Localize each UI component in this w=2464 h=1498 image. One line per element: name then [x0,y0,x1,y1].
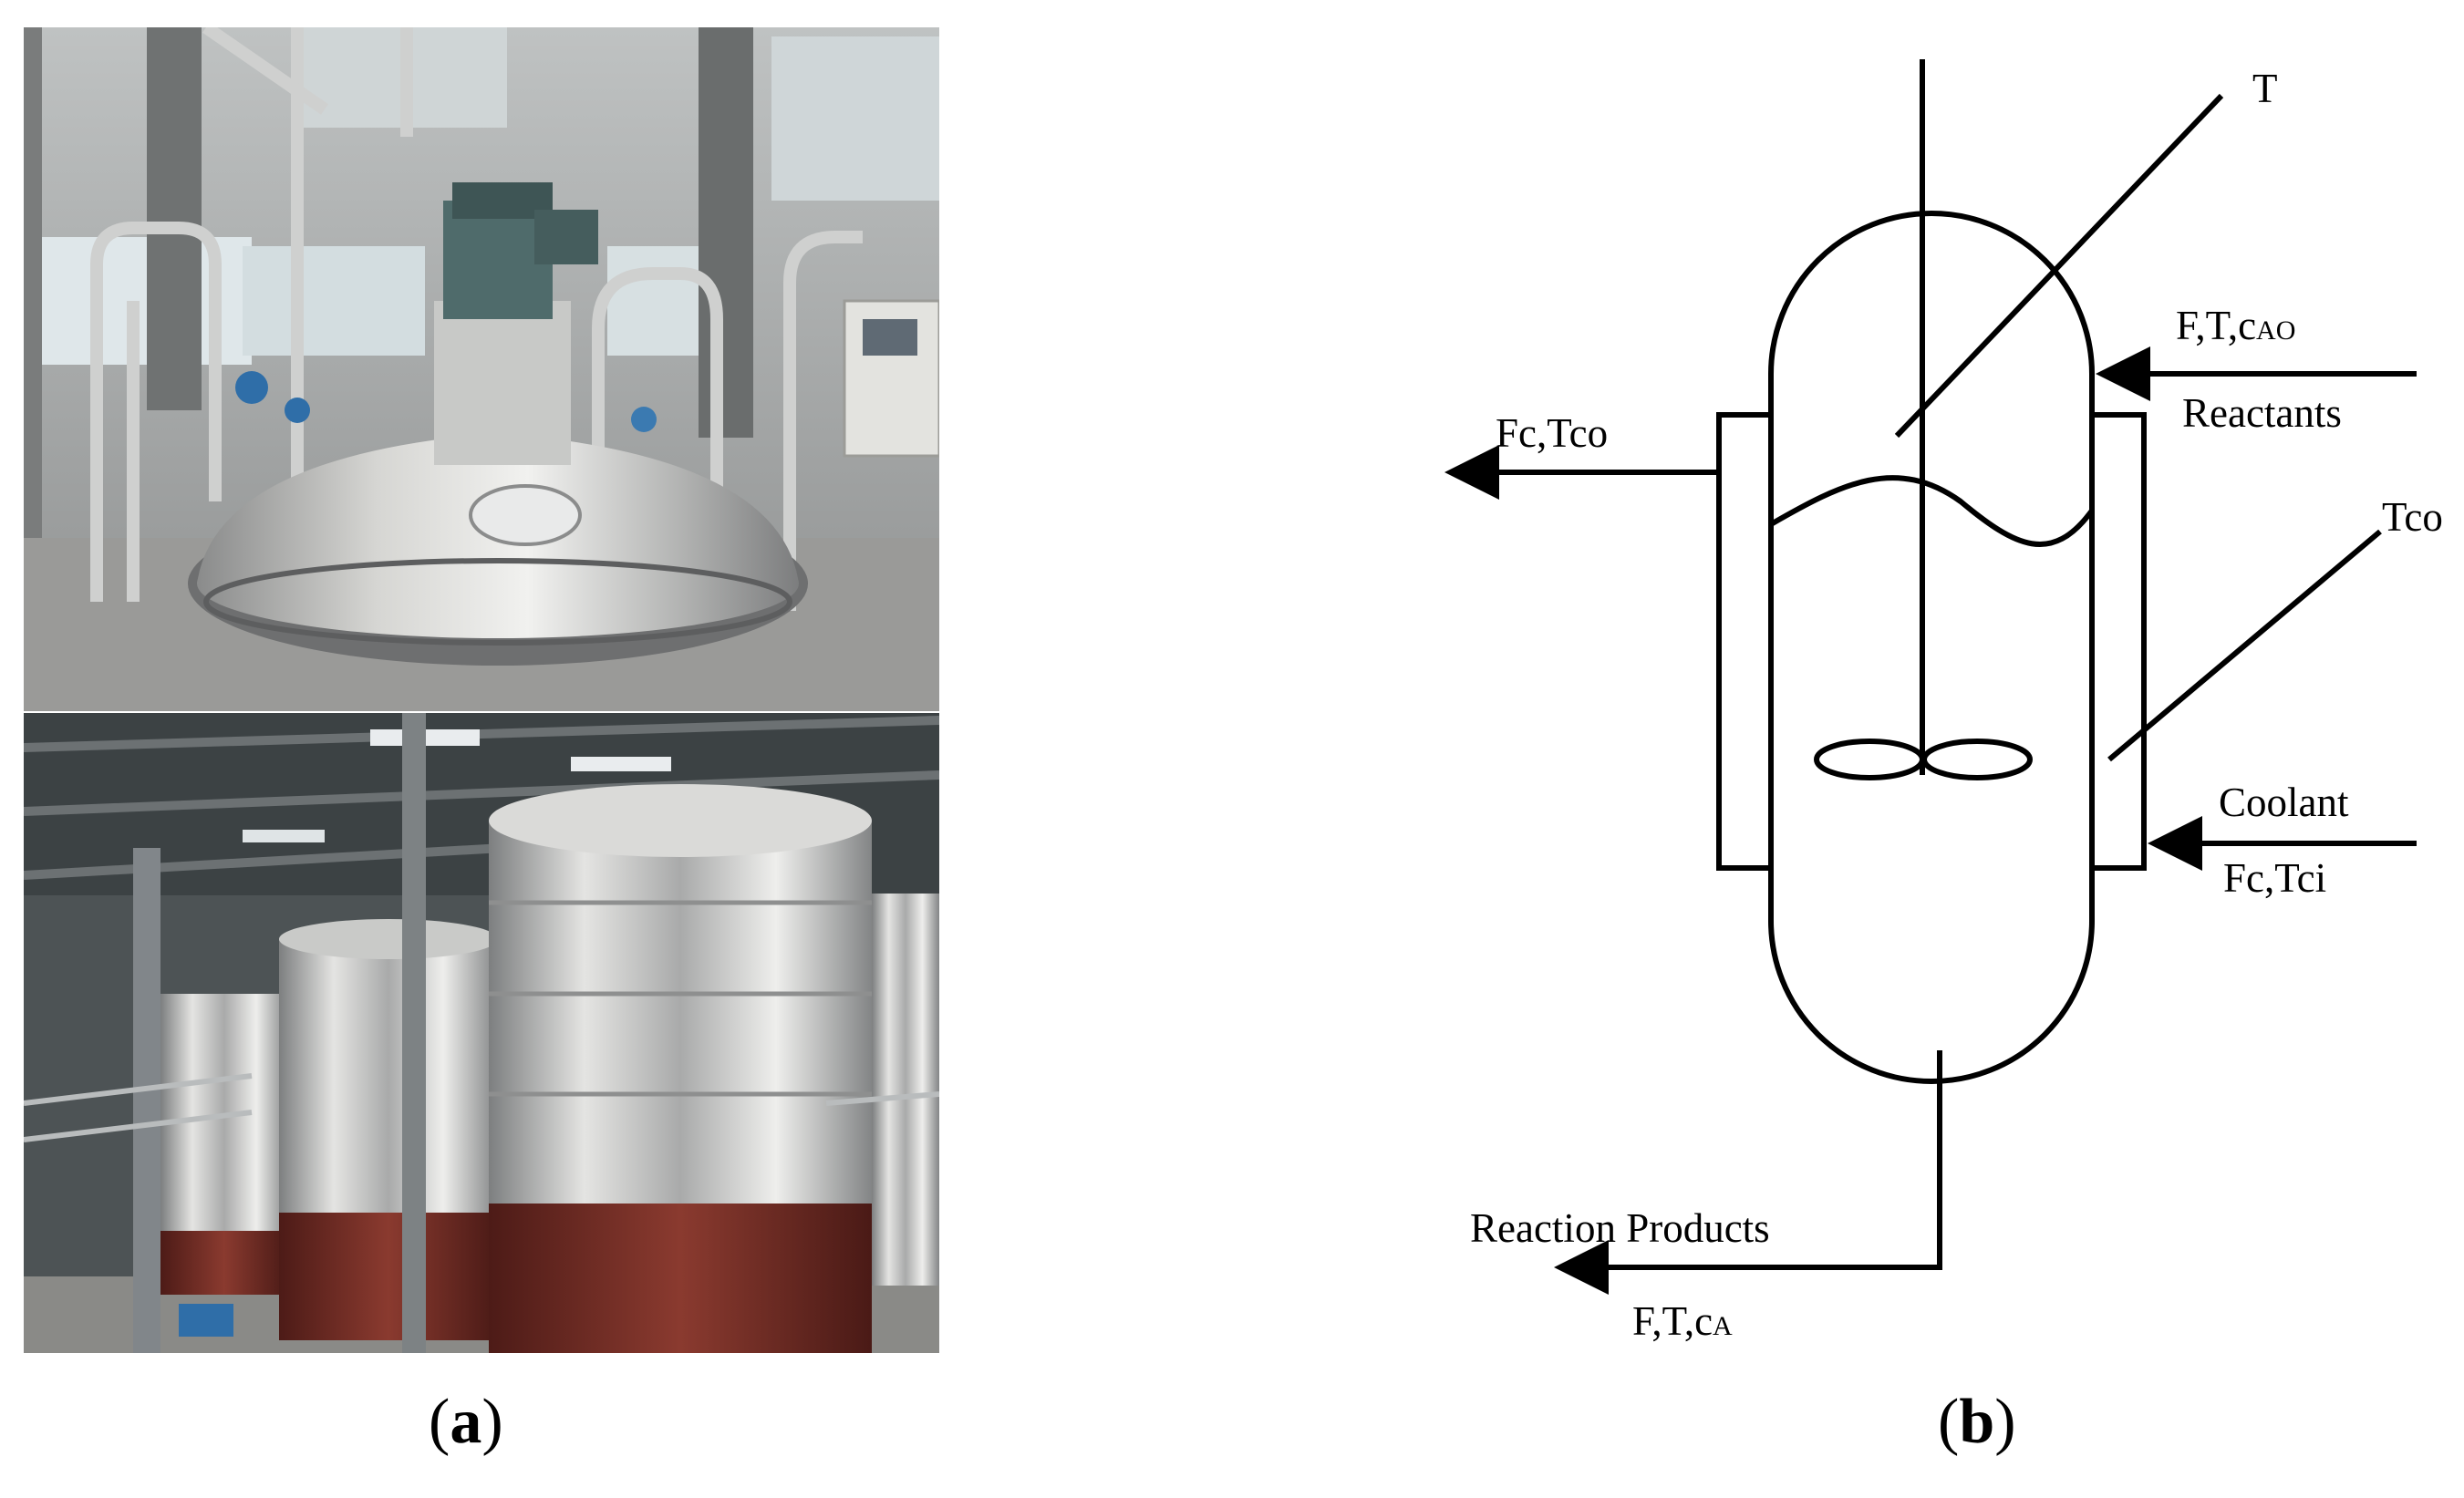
label-reaction-products: Reaction Products [1470,1205,1770,1251]
photo-top-reactor [24,27,939,711]
label-products-stream: F,T,cA [1632,1298,1733,1344]
label-fc-tco: Fc,Tco [1496,410,1608,456]
cooling-jacket-right [2089,412,2147,871]
cooling-jacket-left [1716,412,1774,871]
reactor-vessel [1768,211,2095,1084]
reactor-photo [24,27,939,1353]
impeller-blade-right [1921,739,2033,780]
label-coolant: Coolant [2219,780,2349,825]
label-fc-tci: Fc,Tci [2223,855,2326,901]
impeller-blade-left [1814,739,1925,780]
photo-bottom-tanks [24,713,939,1353]
cstr-schematic: T Fc,Tco F,T,cAO Reactants Tco Coolant F… [1444,59,2443,1344]
caption-b: (b) [1938,1387,2016,1457]
products-outlet-arrow [1554,1050,1942,1295]
label-reactants-stream: F,T,cAO [2176,303,2295,348]
probe-t-line [1894,93,2224,439]
liquid-surface [1769,475,2095,547]
probe-tco-line [2107,529,2382,762]
label-reactants: Reactants [2182,390,2342,436]
label-tco: Tco [2382,494,2443,540]
label-t: T [2252,66,2278,111]
caption-a: (a) [429,1387,503,1457]
